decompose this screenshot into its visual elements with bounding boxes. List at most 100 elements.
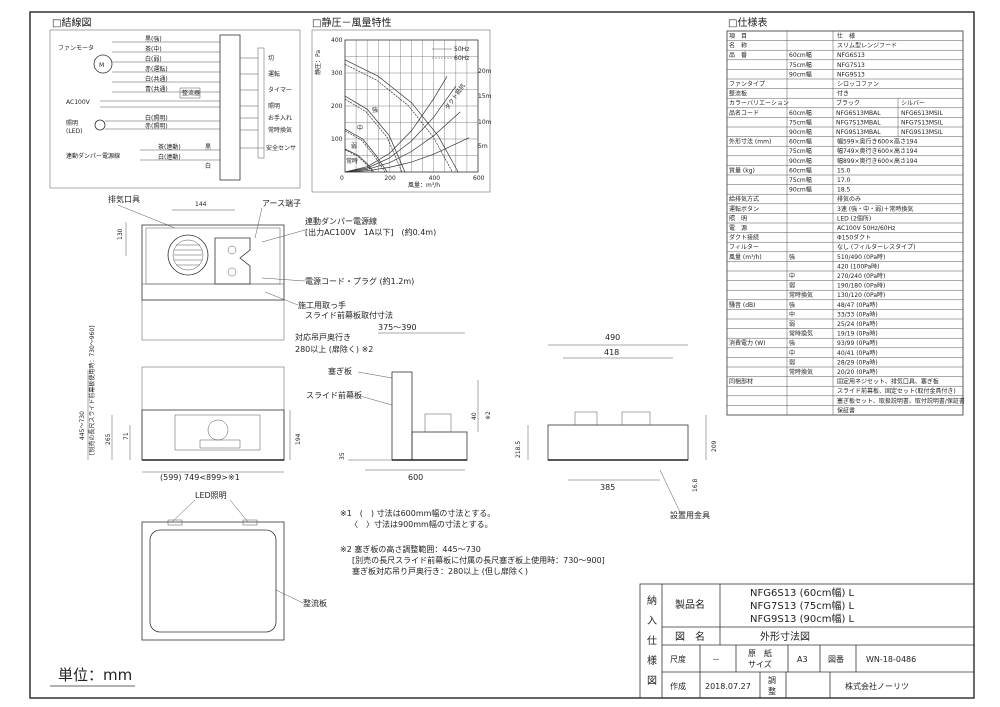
spec-sub: 強: [789, 253, 795, 261]
spec-sub: 75cm幅: [789, 118, 812, 126]
product-label: 製品名: [675, 598, 705, 611]
sensor-label: 安全センサ: [266, 144, 296, 152]
led-left: [167, 519, 183, 526]
scale-label: 尺度: [670, 654, 686, 664]
spec-value-alt: NFG9S13MSIL: [901, 129, 944, 136]
dim-375: 375～390: [378, 323, 417, 332]
slide-plate-dim-label: スライド前幕板取付寸法: [305, 310, 393, 320]
pq-ytick: 300: [331, 70, 343, 77]
paper-size: A3: [797, 655, 808, 664]
spec-sub: 弱: [789, 321, 795, 328]
dim-445-note: [別売の長尺スライド前幕板使用時：730～960]: [88, 325, 96, 455]
motor-m: M: [99, 62, 104, 69]
dim-218: 218.5: [515, 441, 522, 458]
led-light-label: LED照明: [195, 491, 227, 500]
spec-sub: 90cm幅: [789, 128, 812, 136]
damper-wire-label: 茶(連動): [158, 143, 181, 151]
svg-text:塞ぎ板対応吊り戸奥行き：280以上 (但し扉除く): 塞ぎ板対応吊り戸奥行き：280以上 (但し扉除く): [352, 566, 528, 576]
svg-text:※2 塞ぎ板の高さ調整範囲：445～730: ※2 塞ぎ板の高さ調整範囲：445～730: [340, 544, 481, 554]
exhaust-label: 排気口具: [108, 194, 140, 204]
fan-motor-label: ファンモータ: [58, 44, 94, 52]
light-wire-label: 白(照明): [145, 114, 168, 122]
spec-value: 付き: [837, 90, 849, 98]
bottom-body: [141, 521, 285, 641]
spec-value: NFG9S13MBAL: [836, 129, 881, 136]
spec-value: NFG7S13: [837, 62, 865, 69]
wire-label: 白(弱): [145, 55, 162, 63]
spec-sub: 75cm幅: [789, 176, 812, 184]
spec-sub: 強: [789, 301, 795, 309]
wiring-frame: [49, 29, 301, 189]
pq-xtick: 200: [384, 175, 396, 182]
spec-value: AC100V 50Hz/60Hz: [837, 225, 895, 232]
front-view: 445～730 [別売の長尺スライド前幕板使用時：730～960] 265 71…: [79, 325, 302, 482]
led-bulb-icon: [94, 119, 106, 131]
spec-value: 仕 様: [837, 32, 855, 40]
spec-value: 20/20 (0Pa時): [837, 368, 878, 376]
damper-wire-label: 白(連動): [158, 153, 181, 161]
pq-series-line: [344, 148, 375, 173]
spec-sub: 中: [789, 272, 795, 280]
motor-wires: 黒(強) 茶(中) 白(弱) 赤(運転) 白(共通) 青(共通): [112, 35, 220, 93]
svg-text:照明: 照明: [268, 103, 280, 110]
notes: ※1 ( ) 寸法は600mm幅の寸法とする。 〈 〉寸法は900mm幅の寸法と…: [340, 508, 605, 576]
earth-label: アース端子: [262, 198, 301, 208]
drawing-label: 図 名: [675, 630, 705, 643]
spec-item: 同梱部材: [729, 378, 753, 386]
pq-series-line: [344, 59, 459, 173]
side-view: スライド前幕板取付寸法 375～390 対応吊戸奥行き 280以上 (扉除く) …: [295, 310, 492, 482]
fan-motor-symbol: [93, 54, 113, 74]
pq-series-line-60hz: [344, 149, 373, 173]
blind-plate-label: 塞ぎ板: [328, 366, 352, 376]
dim-71: 71: [123, 432, 130, 440]
product-2: NFG7S13 (75cm幅) L: [750, 599, 855, 612]
dim-490: 490: [605, 333, 620, 342]
pq-series-line: [344, 85, 457, 173]
spec-item: 品名コード: [729, 109, 759, 117]
spec-value: 排気のみ: [837, 195, 861, 203]
product-3: NFG9S13 (90cm幅) L: [750, 612, 855, 625]
slide-plate-label: スライド前幕板: [306, 390, 362, 400]
front-body: [141, 409, 285, 461]
svg-text:調: 調: [768, 675, 776, 685]
duct-20m: 20m: [478, 68, 492, 75]
spec-value: 48/47 (0Pa時): [837, 301, 878, 309]
spec-value: NFG6S13: [837, 52, 865, 59]
svg-text:[別売の長尺スライド前幕板に付属の長尺塞ぎ板上使用時：730: [別売の長尺スライド前幕板に付属の長尺塞ぎ板上使用時：730～900]: [352, 555, 605, 565]
pq-series-line: [344, 95, 406, 173]
pq-xtick: 600: [473, 175, 485, 182]
spec-item: 電 源: [729, 224, 747, 232]
legend-60hz: 60Hz: [454, 55, 469, 62]
exhaust-grille: [174, 244, 202, 266]
ac-label: AC100V: [66, 99, 91, 106]
spec-sub: 中: [789, 310, 795, 318]
hood-top-body: [141, 224, 285, 301]
pq-xlabel: 風量：m³/h: [408, 182, 440, 189]
scale-value: －: [712, 655, 720, 664]
sheet-frame: [29, 11, 975, 699]
damper-label: 連動ダンパー電源線: [66, 152, 120, 160]
spec-value-alt: NFG7S13MSIL: [901, 119, 944, 126]
pq-series-line: [344, 137, 470, 173]
made-date: 2018.07.27: [705, 682, 751, 691]
flow-plate: [149, 529, 277, 633]
spec-value: 28/29 (0Pa時): [837, 358, 878, 366]
spec-value-alt: NFG6S13MSIL: [901, 110, 944, 117]
side-body: [411, 431, 468, 461]
svg-text:タイマー: タイマー: [268, 86, 292, 94]
spec-value: 270/240 (0Pa時): [837, 272, 885, 280]
spec-sub: 弱: [789, 283, 795, 290]
spec-item: 給排気方式: [729, 195, 759, 203]
damper-line-1: 連動ダンパー電源線: [305, 216, 377, 226]
spec-item: 質量 (kg): [729, 166, 755, 174]
dim-16: 16.8: [692, 478, 699, 492]
spec-sub: 常時換気: [789, 368, 813, 376]
curve-label-low: 弱: [351, 143, 357, 150]
wiring-title: □結線図: [52, 16, 91, 29]
svg-text:様: 様: [647, 654, 657, 667]
power-cord-label: 電源コード・プラグ (約1.2m): [305, 276, 414, 286]
spec-value: スライド前幕板、固定セット(取付金具付き): [837, 387, 956, 395]
dim-35: 35: [339, 452, 346, 460]
